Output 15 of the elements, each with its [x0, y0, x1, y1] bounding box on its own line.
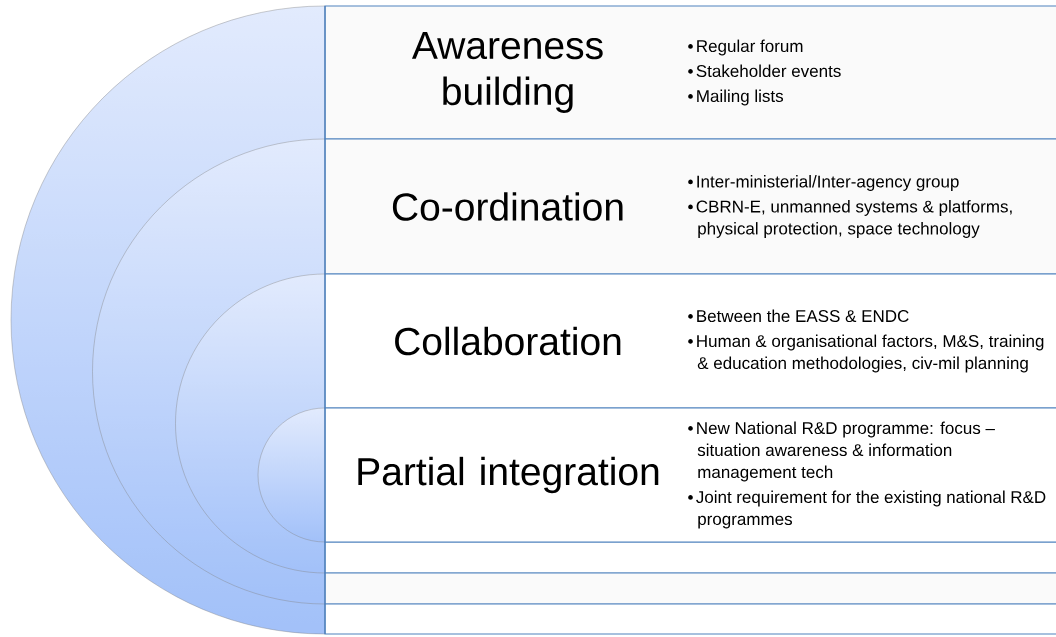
bullet-item: Mailing lists: [697, 89, 783, 106]
bullet-item: Inter-ministerial/Inter-agency group: [697, 175, 959, 191]
band: [324, 138, 1056, 275]
bullet-item: Stakeholder events: [696, 64, 841, 78]
bullet-item: New National R&D programme: focus – situation awareness & information management tech: [697, 421, 995, 482]
bullet-item: Human & organisational factors, M&S, training & education methodologies, civ-mil planning: [697, 334, 1044, 373]
band: [324, 273, 1056, 409]
band-title: Collaboration: [395, 326, 621, 356]
band-title: Awareness building: [412, 32, 603, 113]
bullet-item: Regular forum: [697, 39, 803, 56]
bullet-item: CBRN-E, unmanned systems & platforms, physical protection, space technology: [696, 200, 1012, 238]
bullet-item: Between the EASS & ENDC: [697, 309, 909, 323]
bullet-item: Joint requirement for the existing national R&D programmes: [696, 490, 1046, 529]
band-title: Co-ordination: [392, 192, 623, 221]
band-title: Partial integration: [358, 456, 659, 494]
